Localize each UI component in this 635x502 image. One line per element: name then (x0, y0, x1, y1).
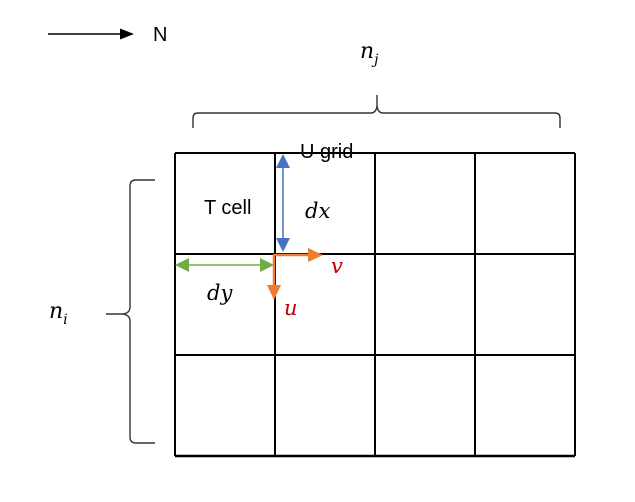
u-arrow (267, 254, 281, 300)
v-label: v (331, 254, 343, 278)
ni-label: ni (49, 299, 68, 328)
ni-sub: i (63, 312, 67, 328)
u-label: u (284, 296, 298, 320)
dy-label: dy (207, 281, 233, 305)
dx-arrow-down-icon (276, 238, 290, 252)
v-arrow (274, 248, 323, 262)
dy-arrow-right-icon (260, 258, 274, 272)
u-grid-label: U grid (300, 141, 353, 163)
dx-arrow-up-icon (276, 154, 290, 168)
north-label: N (153, 24, 167, 46)
v-arrow-icon (308, 248, 323, 262)
north-indicator: N (48, 24, 167, 46)
svg-text:ni: ni (49, 299, 68, 328)
north-arrow-icon (120, 28, 134, 40)
ni-base: n (49, 299, 63, 324)
t-cell-label: T cell (204, 197, 251, 219)
dx-arrow (276, 154, 290, 252)
nj-base: n (360, 39, 374, 64)
dx-label: dx (305, 199, 330, 223)
nj-label: nj (360, 39, 379, 68)
dy-arrow (175, 258, 274, 272)
grid (174, 152, 576, 458)
ni-brace (106, 179, 155, 444)
nj-sub: j (371, 52, 379, 68)
dy-arrow-left-icon (175, 258, 189, 272)
nj-brace (192, 95, 561, 128)
u-arrow-icon (267, 285, 281, 300)
svg-text:nj: nj (360, 39, 379, 68)
